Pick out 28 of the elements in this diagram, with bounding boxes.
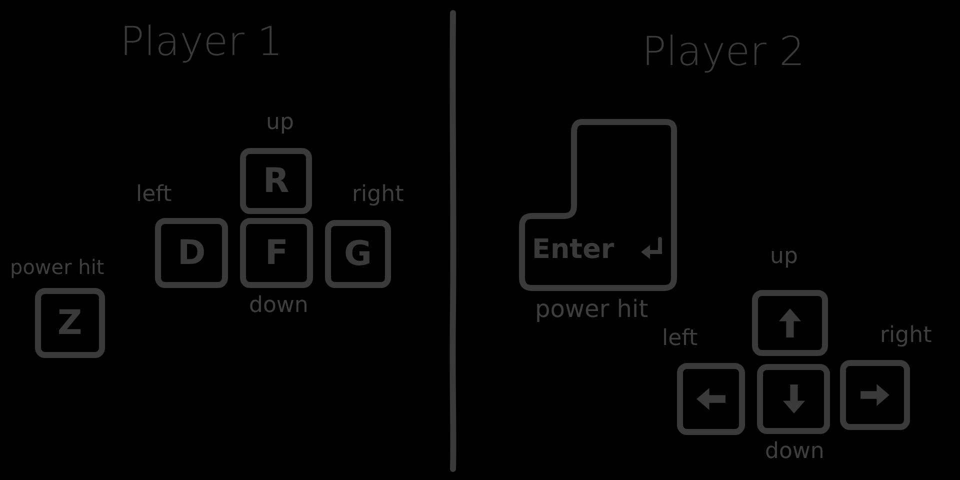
keyboard-key xyxy=(840,360,910,430)
action-label: left xyxy=(662,328,698,350)
action-label: left xyxy=(136,184,172,206)
key-letter: D xyxy=(178,236,206,270)
key-letter: Z xyxy=(58,306,82,340)
keyboard-key xyxy=(677,363,745,435)
action-label: up xyxy=(770,246,798,268)
enter-key xyxy=(518,118,678,292)
action-label: power hit xyxy=(10,257,104,277)
keyboard-key xyxy=(240,218,313,288)
action-label: power hit xyxy=(535,297,648,321)
keyboard-key xyxy=(240,148,312,214)
player-heading: Player 2 xyxy=(642,32,805,72)
keyboard-key xyxy=(155,218,228,288)
keyboard-key xyxy=(35,288,105,358)
action-label: down xyxy=(249,295,308,317)
keyboard-key xyxy=(752,290,828,356)
key-caption: Enter xyxy=(532,236,614,263)
key-letter: G xyxy=(344,237,372,271)
keyboard-key xyxy=(325,220,391,288)
player-heading: Player 1 xyxy=(120,22,283,62)
action-label: down xyxy=(765,441,824,463)
action-label: right xyxy=(880,325,932,347)
key-letter: F xyxy=(265,236,288,270)
keyboard-key xyxy=(757,364,830,434)
key-letter: R xyxy=(263,164,290,198)
action-label: right xyxy=(352,184,404,206)
action-label: up xyxy=(266,112,294,134)
